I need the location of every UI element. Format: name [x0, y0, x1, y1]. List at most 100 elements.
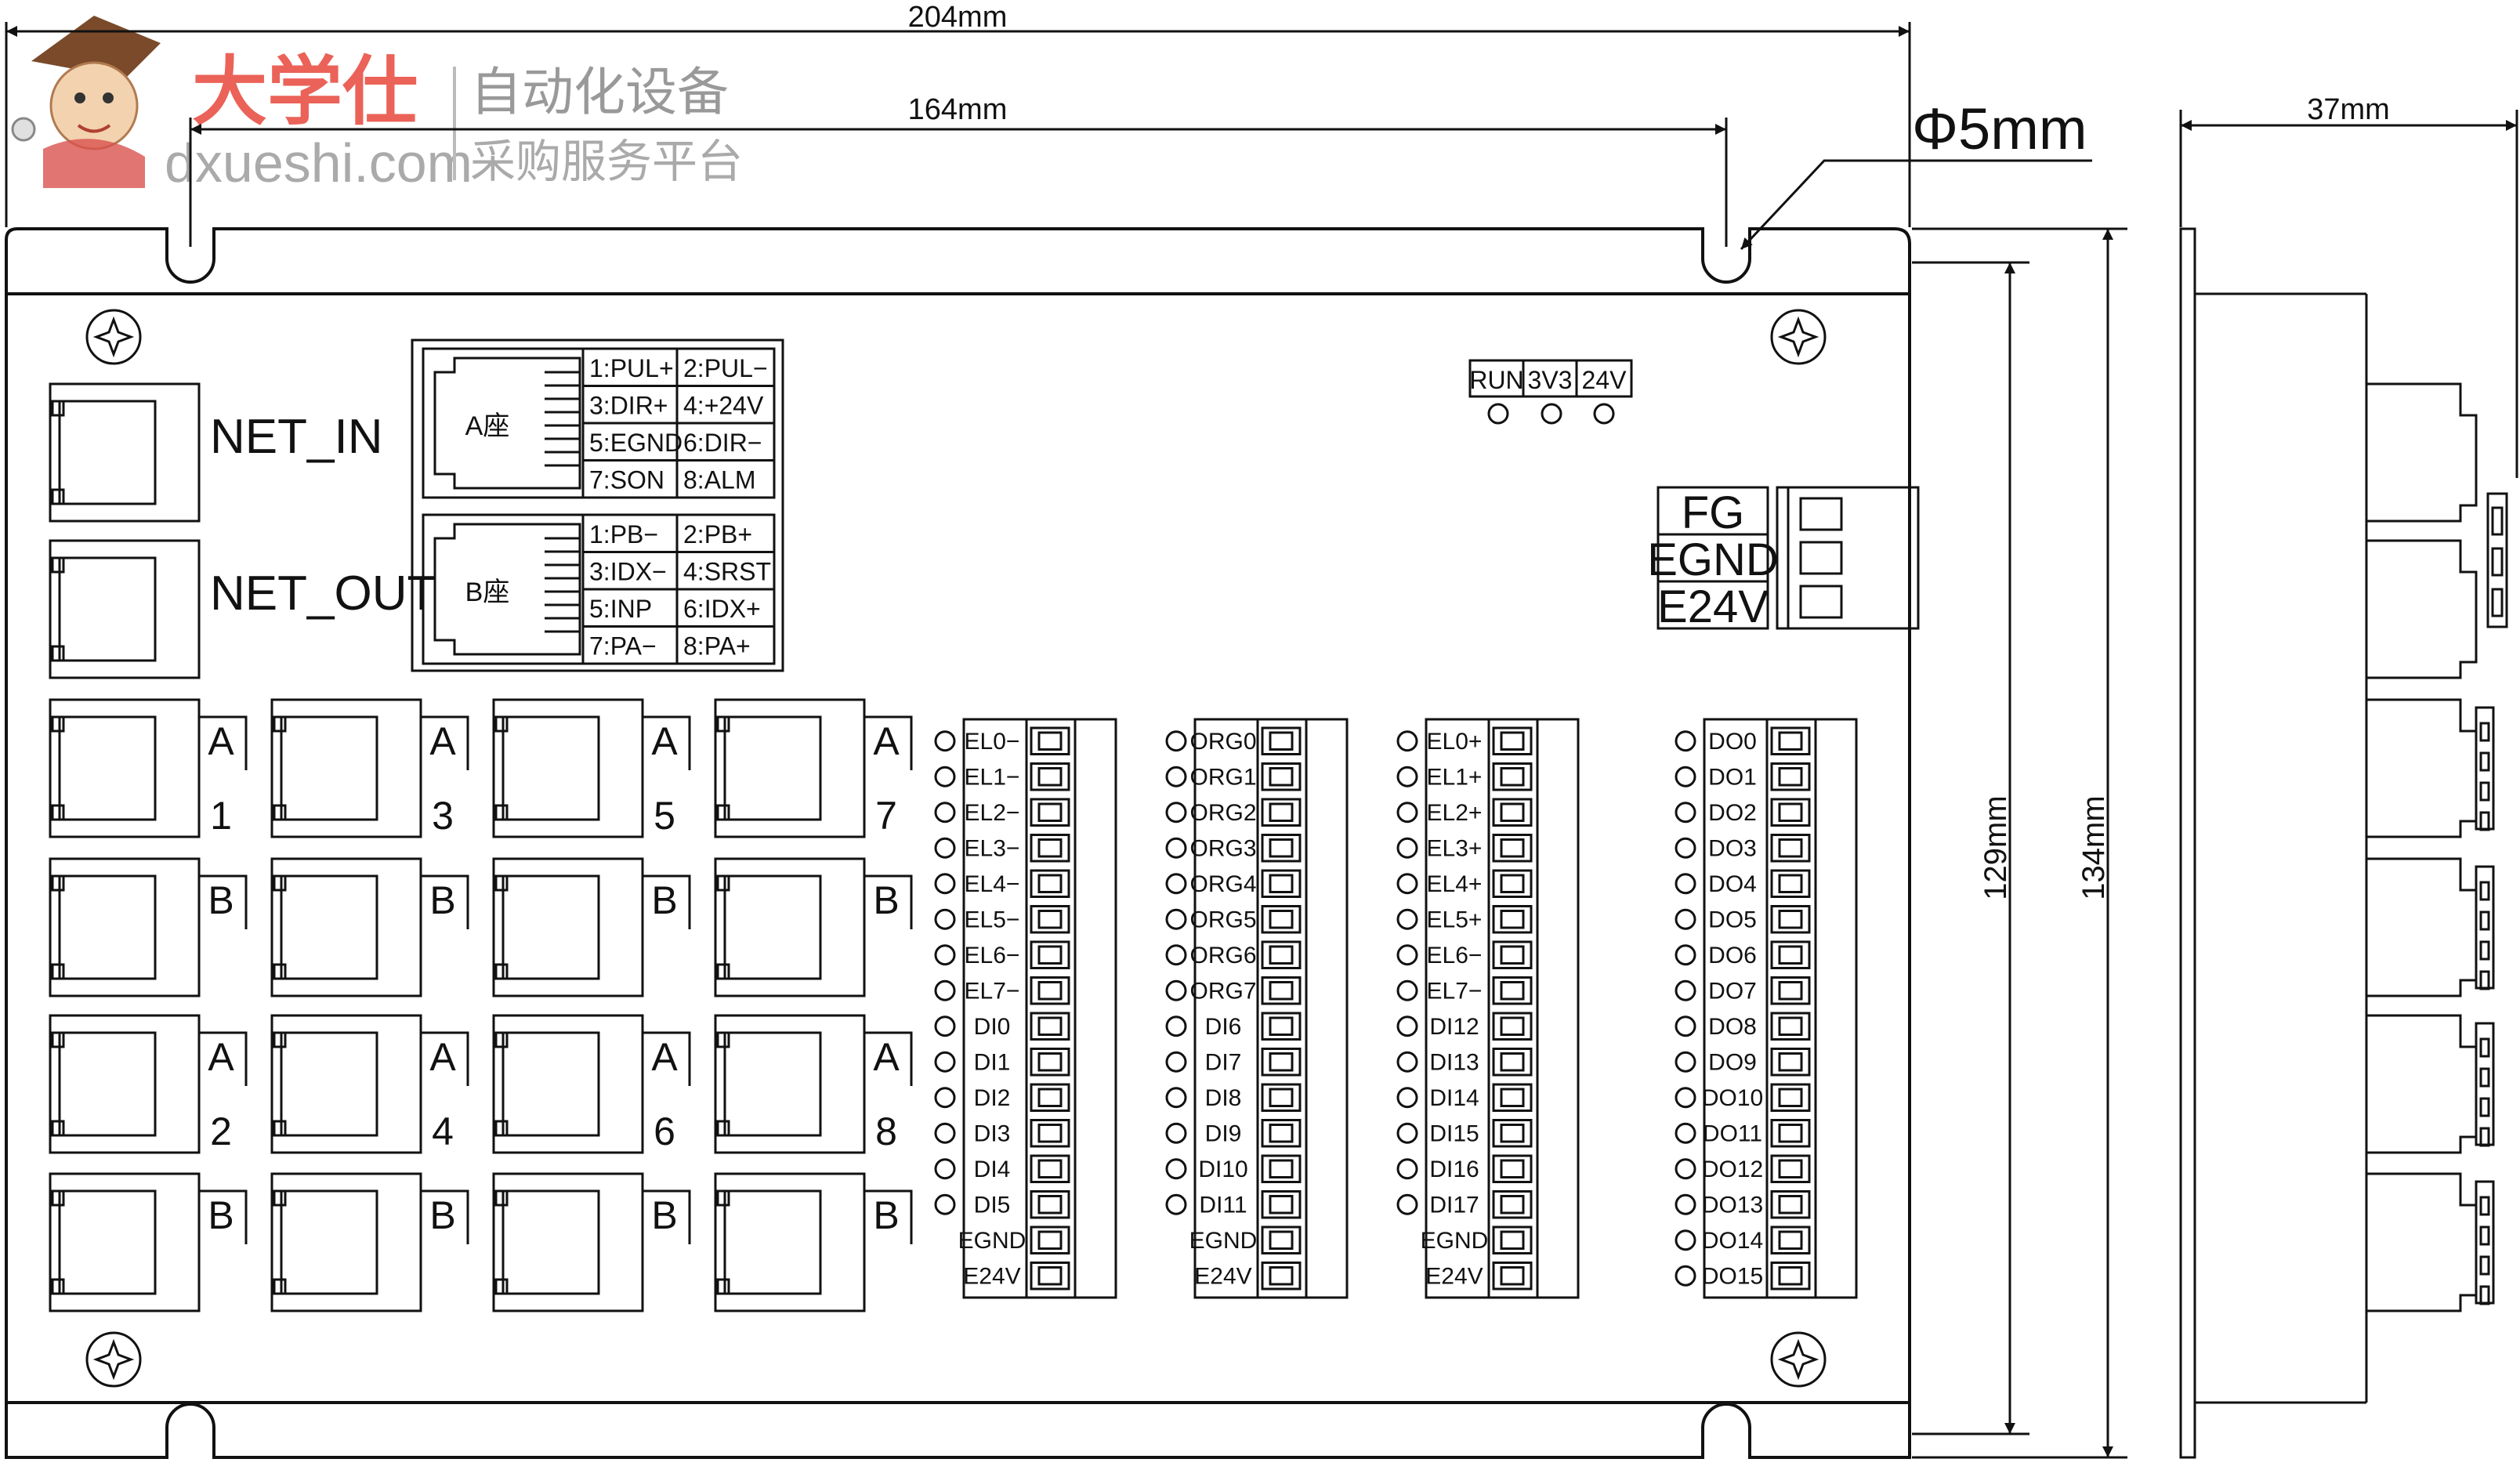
rj45-port-icon — [714, 857, 866, 997]
terminal-label: EL5− — [965, 907, 1020, 932]
axis-number-label: 2 — [210, 1110, 232, 1153]
port-a-label: A — [873, 719, 900, 763]
terminal-label: DI0 — [974, 1014, 1011, 1040]
terminal-label: EL4+ — [1427, 871, 1483, 897]
dimension-overall-height — [1912, 227, 2127, 1459]
axis-number-label: 8 — [875, 1110, 897, 1153]
terminal-label: DI4 — [974, 1157, 1011, 1182]
pin-label: 4:SRST — [683, 558, 771, 586]
terminal-label: EGND — [1421, 1228, 1489, 1254]
terminal-label: EL3+ — [1427, 835, 1483, 861]
terminal-label: DO15 — [1702, 1263, 1763, 1289]
overall-width-label: 204mm — [908, 1, 1008, 34]
rj45-port-icon — [714, 1014, 866, 1154]
terminal-block: ORG0ORG1ORG2ORG3ORG4ORG5ORG6ORG7DI6DI7DI… — [1165, 718, 1349, 1299]
port-b-label: B — [651, 1193, 677, 1237]
side-connector — [2366, 857, 2495, 997]
side-connector — [2366, 1172, 2495, 1312]
terminal-label: DI7 — [1205, 1049, 1242, 1075]
port-b-label: B — [651, 878, 677, 922]
hole-spacing-label: 164mm — [908, 93, 1008, 126]
rj45-port-icon — [492, 1172, 644, 1312]
axis-number-label: 4 — [432, 1110, 454, 1153]
brand-cn: 大学仕 — [192, 48, 418, 136]
axis-number-label: 6 — [654, 1110, 675, 1153]
pin-label: 3:IDX− — [589, 558, 667, 586]
led-run-label: RUN — [1469, 366, 1523, 394]
led-24v-indicator — [1593, 403, 1615, 425]
port-b-label: B — [429, 1193, 455, 1237]
terminal-label: DI13 — [1429, 1049, 1479, 1075]
terminal-label: E24V — [1425, 1263, 1483, 1289]
terminal-label: DO4 — [1708, 871, 1757, 897]
terminal-block: EL0+EL1+EL2+EL3+EL4+EL5+EL6−EL7−DI12DI13… — [1396, 718, 1580, 1299]
port-a-label: A — [429, 719, 456, 763]
seat-label: A座 — [465, 411, 510, 441]
port-b-label: B — [208, 878, 234, 922]
terminal-label: DI14 — [1429, 1085, 1479, 1111]
rj45-port-icon — [49, 1172, 201, 1312]
screw-icon — [1770, 1331, 1827, 1388]
mascot-logo-icon — [11, 16, 161, 188]
terminal-label: EL3− — [965, 835, 1020, 861]
terminal-label: EL5+ — [1427, 907, 1483, 932]
terminal-label: DO13 — [1702, 1192, 1763, 1218]
rj45-port-icon — [49, 382, 201, 523]
terminal-label: DI5 — [974, 1192, 1011, 1218]
screw-icon — [85, 309, 142, 365]
terminal-label: EL7− — [1427, 978, 1483, 1004]
tagline-1: 自动化设备 — [470, 62, 729, 122]
side-connector — [2366, 539, 2478, 679]
rj45-port-icon — [49, 698, 201, 838]
dimension-overall-width — [5, 22, 1911, 227]
axis-number-label: 7 — [875, 794, 897, 838]
terminal-label: EL0− — [965, 729, 1020, 755]
terminal-label: DO1 — [1708, 764, 1757, 790]
port-a-label: A — [651, 719, 678, 763]
net-in-label: NET_IN — [210, 410, 382, 464]
rj45-port-icon — [49, 539, 201, 679]
terminal-label: ORG5 — [1189, 907, 1256, 932]
terminal-label: DI6 — [1205, 1014, 1242, 1040]
terminal-label: EL7− — [965, 978, 1020, 1004]
port-b-label: B — [873, 1193, 899, 1237]
port-a-label: A — [873, 1035, 900, 1079]
terminal-blocks: EL0−EL1−EL2−EL3−EL4−EL5−EL6−EL7−DI0DI1DI… — [934, 718, 1858, 1299]
pin-label: 6:DIR− — [683, 429, 762, 457]
terminal-label: DI1 — [974, 1049, 1011, 1075]
terminal-label: DO10 — [1702, 1085, 1763, 1111]
tagline-2: 采购服务平台 — [470, 135, 743, 188]
brand-domain: dxueshi.com — [165, 132, 472, 194]
terminal-label: EGND — [1189, 1228, 1258, 1254]
terminal-label: DI8 — [1205, 1085, 1242, 1111]
terminal-label: ORG6 — [1189, 943, 1256, 968]
terminal-label: ORG4 — [1189, 871, 1256, 897]
port-b-label: B — [208, 1193, 234, 1237]
port-a-label: A — [651, 1035, 678, 1079]
axis-number-label: 1 — [210, 794, 232, 838]
pin-label: 5:INP — [589, 595, 652, 623]
net-in-port — [49, 382, 201, 523]
led-panel: RUN 3V3 24V — [1468, 359, 1633, 425]
terminal-block: EL0−EL1−EL2−EL3−EL4−EL5−EL6−EL7−DI0DI1DI… — [934, 718, 1117, 1299]
pin-label: 7:SON — [589, 466, 664, 494]
terminal-label: DO5 — [1708, 907, 1757, 932]
port-a-label: A — [208, 1035, 234, 1079]
terminal-label: DI9 — [1205, 1120, 1242, 1146]
side-connector — [2366, 698, 2495, 838]
terminal-label: EL4− — [965, 871, 1020, 897]
rj45-port-icon — [492, 1014, 644, 1154]
board-outline — [5, 227, 1911, 1459]
terminal-label: DO7 — [1708, 978, 1757, 1004]
terminal-label: DO11 — [1703, 1120, 1762, 1146]
terminal-label: ORG1 — [1189, 764, 1256, 790]
side-power-terminal — [2486, 492, 2508, 628]
dimension-inner-height — [1912, 261, 2029, 1435]
terminal-label: DI11 — [1199, 1192, 1247, 1218]
rj45-port-icon — [714, 1172, 866, 1312]
